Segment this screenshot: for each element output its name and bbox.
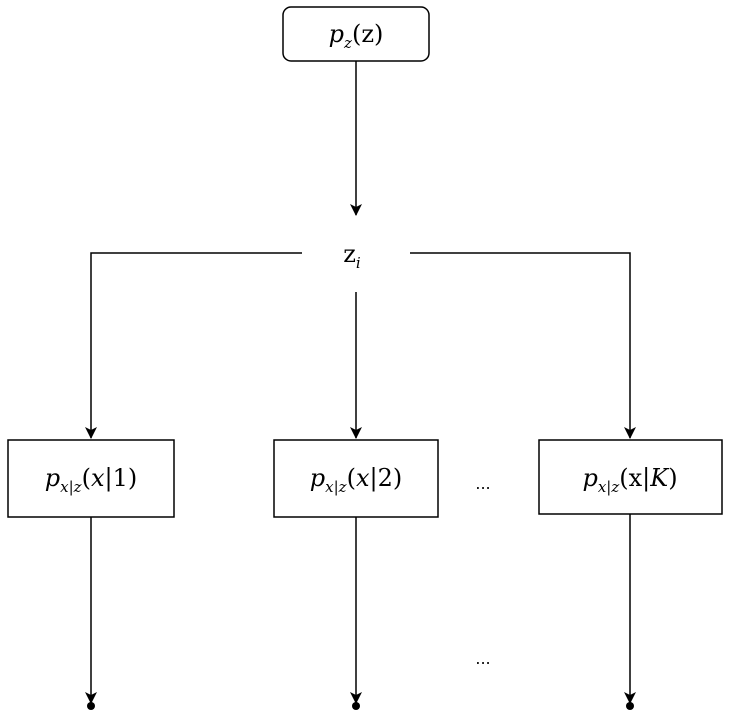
component-1-sub: x|z: [60, 478, 82, 496]
root-arg: (z): [352, 20, 383, 48]
outputs-ellipsis: ...: [475, 649, 490, 668]
component-label-k: px|z(x|K): [582, 464, 677, 496]
component-box-k: [538, 439, 723, 515]
component-2-var: x: [356, 464, 370, 492]
edge-latent-to-component-1: [85, 252, 302, 439]
component-2-sub: x|z: [325, 478, 347, 496]
latent-base: z: [343, 240, 356, 268]
component-node-2: px|z(x|2): [273, 439, 439, 518]
component-1-base: p: [45, 464, 60, 492]
component-2-close: ): [393, 464, 402, 492]
components-ellipsis: ...: [475, 474, 490, 493]
component-1-bar: |: [104, 464, 112, 493]
component-box-1: [7, 439, 175, 518]
component-1-close: ): [128, 464, 137, 492]
latent-node: zi: [343, 240, 361, 272]
component-k-idx: K: [649, 464, 670, 492]
component-node-k: px|z(x|K): [538, 439, 723, 515]
component-label-2: px|z(x|2): [310, 464, 402, 496]
output-dot-2: [352, 702, 360, 710]
edge-latent-to-component-k: [410, 252, 636, 439]
component-2-base: p: [310, 464, 325, 492]
component-node-1: px|z(x|1): [7, 439, 175, 518]
component-2-open: (: [347, 464, 356, 492]
root-base: p: [329, 20, 344, 48]
latent-sub: i: [356, 254, 361, 272]
component-1-idx: 1: [113, 464, 128, 492]
component-k-base: p: [582, 464, 597, 492]
component-k-open: (: [619, 464, 628, 492]
component-1-var: x: [91, 464, 105, 492]
root-sub: z: [343, 34, 352, 52]
component-k-close: ): [668, 464, 677, 492]
component-1-open: (: [82, 464, 91, 492]
root-node: pz(z): [282, 6, 430, 62]
component-2-idx: 2: [378, 464, 393, 492]
root-node-label: pz(z): [329, 20, 384, 52]
output-dot-1: [87, 702, 95, 710]
component-k-bar: |: [642, 464, 650, 493]
component-k-sub: x|z: [598, 478, 620, 496]
latent-node-label: zi: [343, 240, 361, 272]
output-dot-k: [626, 702, 634, 710]
component-k-var: x: [629, 464, 643, 492]
component-label-1: px|z(x|1): [45, 464, 137, 496]
component-2-bar: |: [369, 464, 377, 493]
